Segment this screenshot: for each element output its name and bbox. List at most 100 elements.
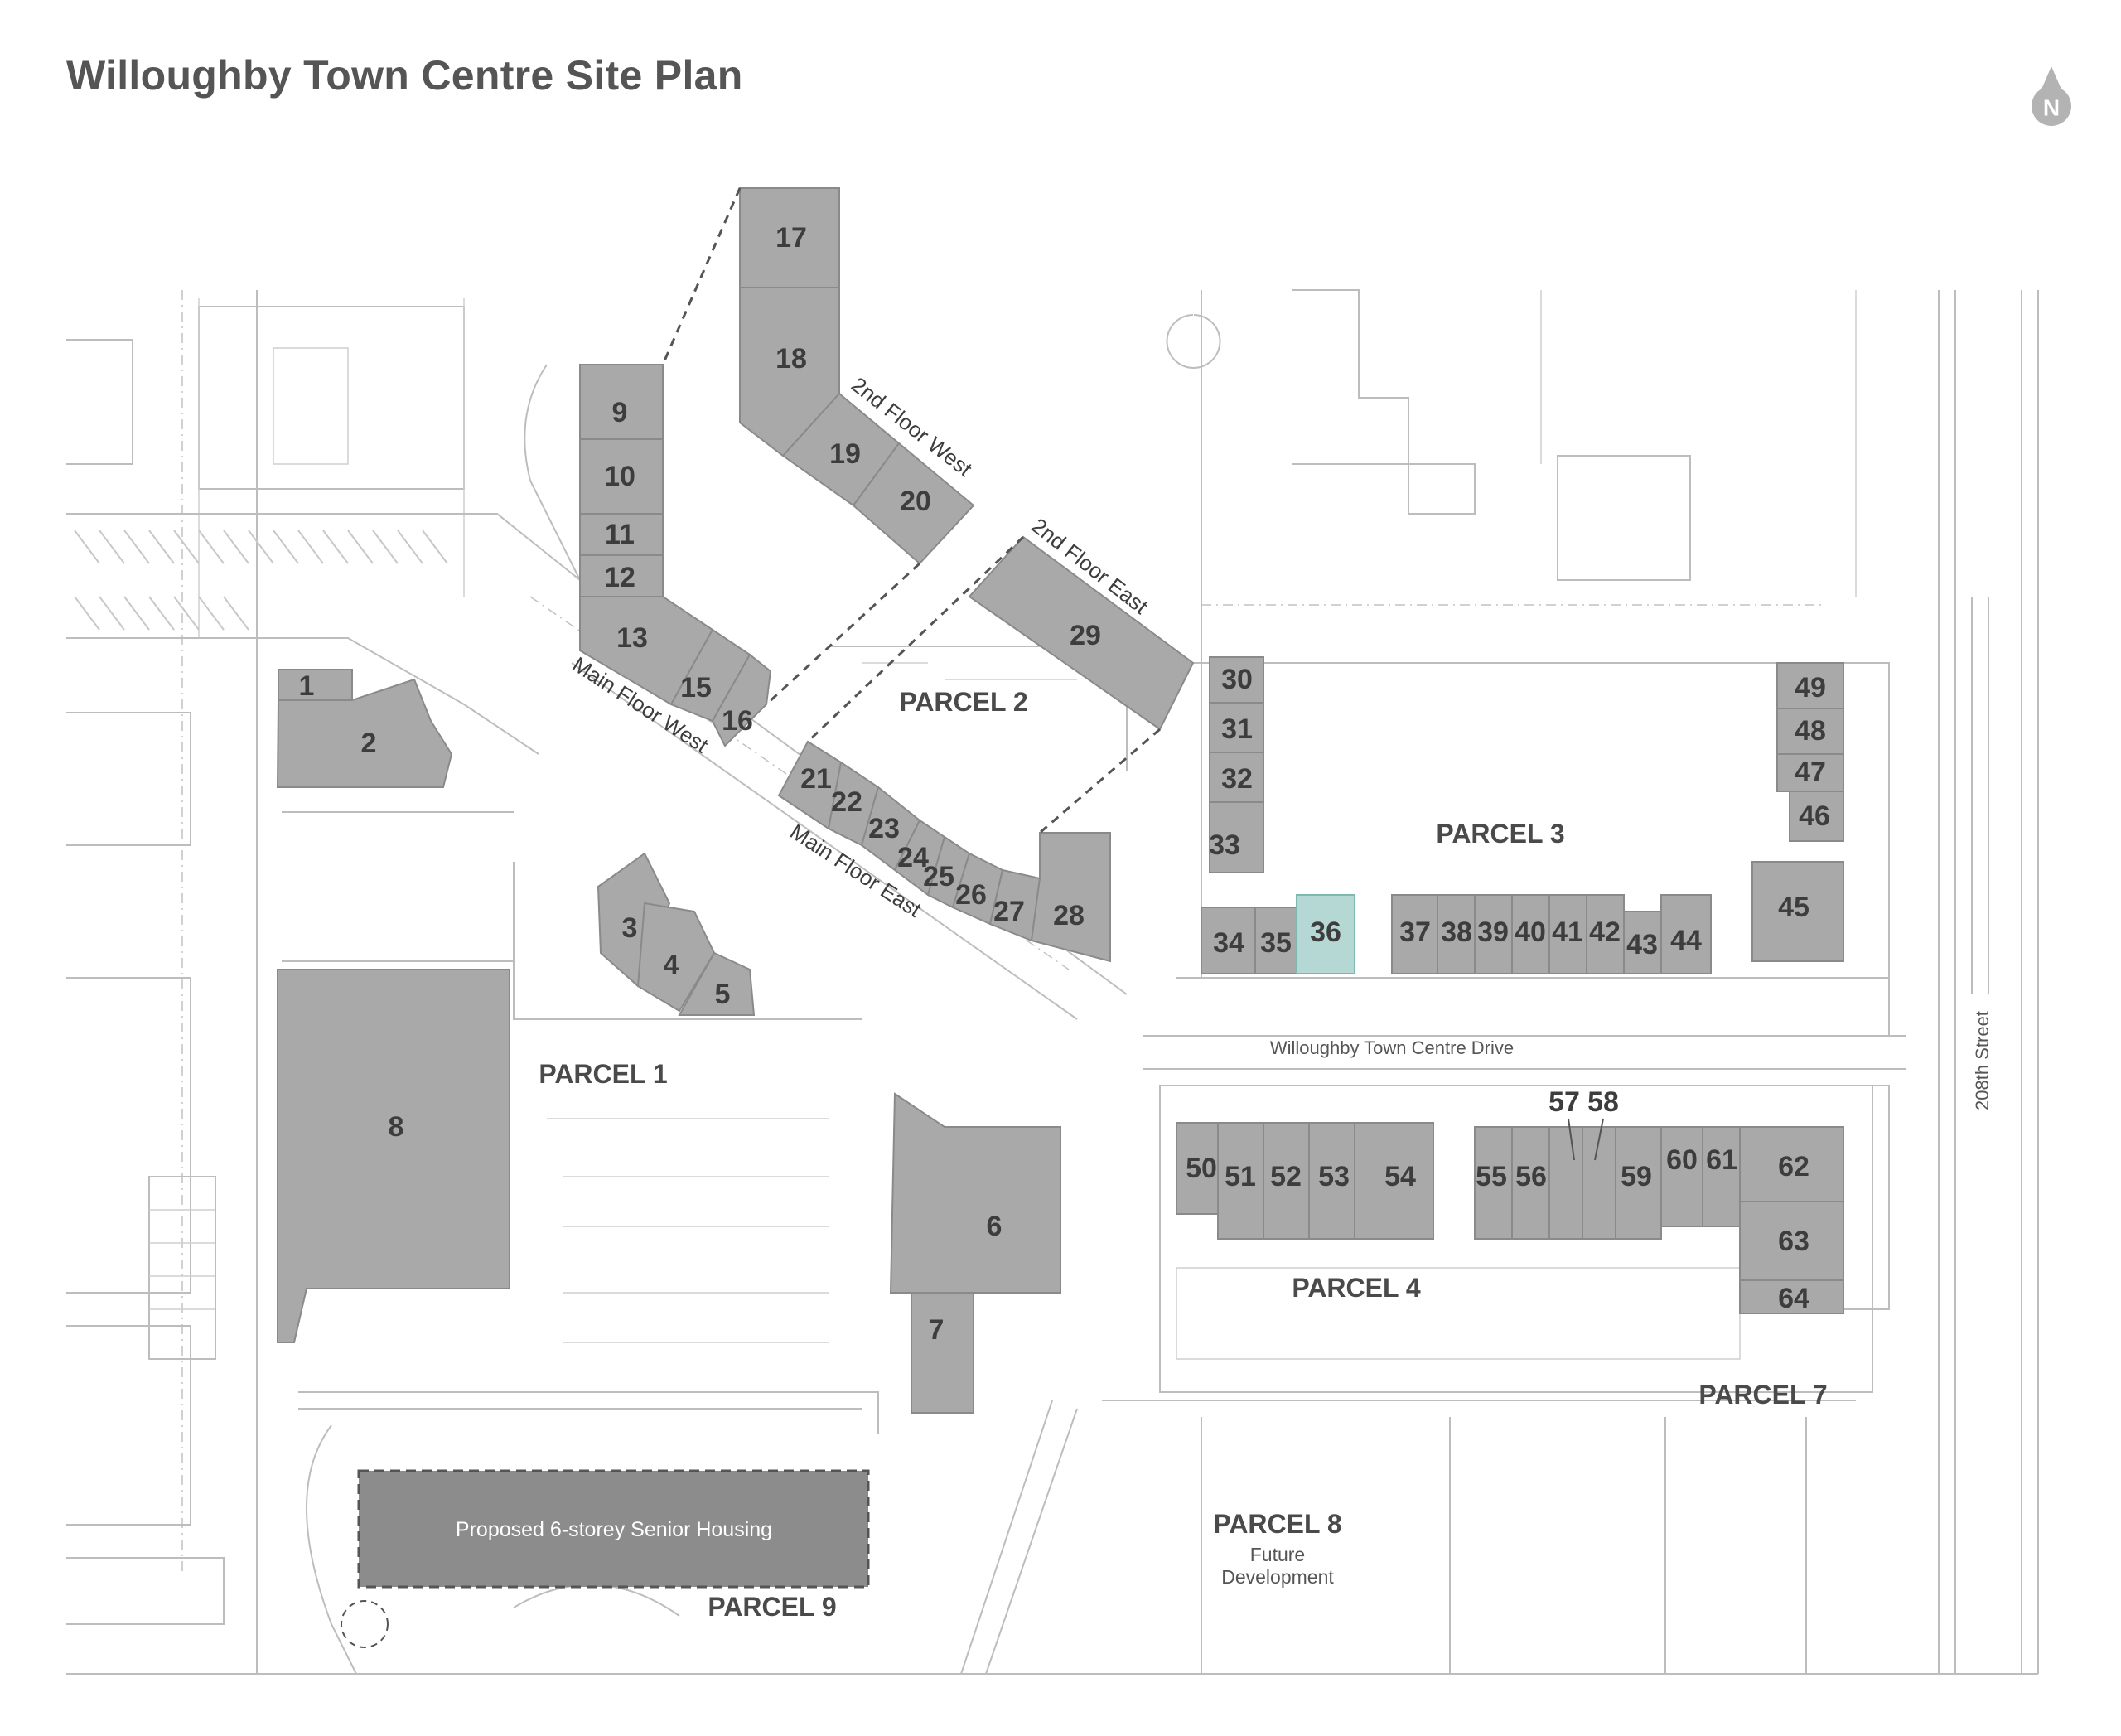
unit-41[interactable]: 41 xyxy=(1548,894,1587,974)
svg-text:1: 1 xyxy=(299,670,315,702)
svg-text:9: 9 xyxy=(612,397,628,428)
unit-8[interactable]: 8 xyxy=(277,969,510,1343)
senior-housing-label: Proposed 6-storey Senior Housing xyxy=(456,1518,772,1541)
svg-text:43: 43 xyxy=(1626,929,1658,960)
unit-36[interactable]: 36 xyxy=(1296,894,1355,974)
unit-45[interactable]: 45 xyxy=(1751,861,1844,962)
svg-text:49: 49 xyxy=(1795,672,1826,704)
unit-52[interactable]: 52 xyxy=(1263,1122,1310,1240)
unit-64[interactable]: 64 xyxy=(1739,1279,1844,1314)
svg-text:16: 16 xyxy=(722,705,753,737)
svg-text:10: 10 xyxy=(604,461,635,492)
page-title: Willoughby Town Centre Site Plan xyxy=(66,52,743,99)
unit-1[interactable]: 1 xyxy=(278,669,353,702)
unit-35[interactable]: 35 xyxy=(1254,907,1297,974)
svg-text:63: 63 xyxy=(1778,1226,1809,1257)
svg-text:59: 59 xyxy=(1621,1161,1652,1192)
svg-text:54: 54 xyxy=(1384,1161,1416,1192)
svg-text:27: 27 xyxy=(993,896,1025,927)
unit-11[interactable]: 11 xyxy=(579,513,664,556)
unit-2[interactable]: 2 xyxy=(276,678,453,788)
svg-text:64: 64 xyxy=(1778,1283,1809,1314)
unit-54[interactable]: 54 xyxy=(1354,1122,1434,1240)
svg-text:28: 28 xyxy=(1053,900,1085,931)
unit-12[interactable]: 12 xyxy=(579,554,664,597)
unit-34[interactable]: 34 xyxy=(1201,907,1256,974)
unit-18[interactable]: 18 xyxy=(739,287,840,457)
unit-43[interactable]: 43 xyxy=(1623,911,1662,974)
unit-37[interactable]: 37 xyxy=(1391,894,1438,974)
unit-32[interactable]: 32 xyxy=(1209,752,1264,803)
unit-50[interactable]: 50 xyxy=(1176,1122,1219,1215)
unit-19[interactable]: 19 xyxy=(781,392,901,507)
unit-9[interactable]: 9 xyxy=(579,364,664,440)
label-208th-street: 208th Street xyxy=(1972,1011,1993,1110)
unit-56[interactable]: 56 xyxy=(1511,1126,1550,1240)
unit-21[interactable]: 21 xyxy=(777,740,843,830)
unit-24[interactable]: 24 xyxy=(893,819,946,897)
unit-57[interactable] xyxy=(1548,1126,1583,1240)
svg-text:17: 17 xyxy=(775,222,807,254)
unit-60[interactable]: 60 xyxy=(1660,1126,1703,1227)
svg-text:41: 41 xyxy=(1552,916,1583,948)
unit-33[interactable]: 33 xyxy=(1209,801,1264,873)
parcel-7-label: PARCEL 7 xyxy=(1698,1380,1827,1410)
svg-text:56: 56 xyxy=(1515,1161,1547,1192)
unit-7[interactable]: 7 xyxy=(911,1292,974,1414)
unit-31[interactable]: 31 xyxy=(1209,702,1264,753)
label-willoughby-town-centre-drive: Willoughby Town Centre Drive xyxy=(1270,1037,1514,1058)
unit-40[interactable]: 40 xyxy=(1511,894,1550,974)
svg-text:55: 55 xyxy=(1476,1161,1507,1192)
svg-text:61: 61 xyxy=(1706,1144,1737,1176)
unit-49[interactable]: 49 xyxy=(1776,662,1844,709)
unit-39[interactable]: 39 xyxy=(1474,894,1513,974)
unit-30[interactable]: 30 xyxy=(1209,656,1264,704)
parcel-8-note-line1: Future xyxy=(1250,1544,1305,1565)
unit-58[interactable] xyxy=(1582,1126,1616,1240)
unit-38[interactable]: 38 xyxy=(1437,894,1476,974)
unit-17[interactable]: 17 xyxy=(739,187,840,288)
north-arrow-icon: N xyxy=(2032,66,2071,126)
svg-text:7: 7 xyxy=(929,1314,945,1346)
svg-text:39: 39 xyxy=(1477,916,1509,948)
svg-text:47: 47 xyxy=(1795,757,1826,788)
svg-text:12: 12 xyxy=(604,562,635,593)
unit-55[interactable]: 55 xyxy=(1474,1126,1513,1240)
svg-text:4: 4 xyxy=(664,950,679,981)
svg-text:31: 31 xyxy=(1221,713,1253,745)
svg-text:8: 8 xyxy=(389,1111,404,1143)
unit-62[interactable]: 62 xyxy=(1739,1126,1844,1202)
unit-28[interactable]: 28 xyxy=(1030,832,1111,963)
unit-47[interactable]: 47 xyxy=(1776,753,1844,792)
svg-text:52: 52 xyxy=(1270,1161,1302,1192)
svg-text:29: 29 xyxy=(1070,620,1101,651)
parcel-8-note-line2: Development xyxy=(1221,1566,1334,1588)
unit-16[interactable]: 16 xyxy=(711,653,772,747)
unit-51[interactable]: 51 xyxy=(1217,1122,1264,1240)
svg-text:5: 5 xyxy=(715,979,731,1010)
unit-63[interactable]: 63 xyxy=(1739,1201,1844,1281)
unit-10[interactable]: 10 xyxy=(579,438,664,515)
svg-text:19: 19 xyxy=(829,438,861,470)
unit-61[interactable]: 61 xyxy=(1702,1126,1741,1227)
unit-53[interactable]: 53 xyxy=(1308,1122,1355,1240)
unit-4[interactable]: 4 xyxy=(636,902,716,1013)
svg-text:46: 46 xyxy=(1799,800,1830,832)
unit-48[interactable]: 48 xyxy=(1776,708,1844,755)
svg-text:37: 37 xyxy=(1399,916,1431,948)
senior-housing-block: Proposed 6-storey Senior Housing xyxy=(357,1469,870,1589)
unit-22[interactable]: 22 xyxy=(827,761,880,847)
unit-59[interactable]: 59 xyxy=(1615,1126,1662,1240)
unit-42[interactable]: 42 xyxy=(1586,894,1625,974)
svg-text:32: 32 xyxy=(1221,763,1253,795)
unit-46[interactable]: 46 xyxy=(1789,791,1844,842)
svg-text:20: 20 xyxy=(900,486,931,517)
hatch-band xyxy=(74,530,448,631)
unit-20[interactable]: 20 xyxy=(852,442,975,565)
unit-5[interactable]: 5 xyxy=(678,951,756,1016)
unit-26[interactable]: 26 xyxy=(951,852,1004,926)
unit-44[interactable]: 44 xyxy=(1660,894,1712,974)
label-unit-57: 57 xyxy=(1548,1086,1580,1118)
svg-text:3: 3 xyxy=(622,912,638,944)
